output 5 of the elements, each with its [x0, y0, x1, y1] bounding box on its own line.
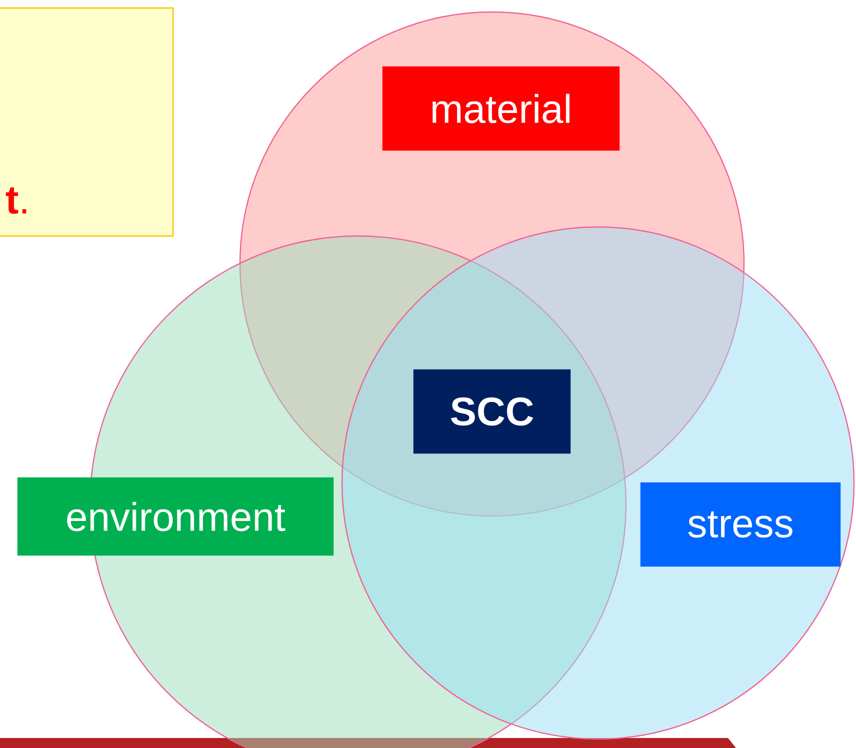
label-box: SCC [413, 369, 571, 454]
label-box: stress [640, 482, 841, 567]
note-box: t. [0, 7, 174, 237]
label-box: environment [17, 477, 334, 556]
label-box: material [382, 66, 620, 151]
